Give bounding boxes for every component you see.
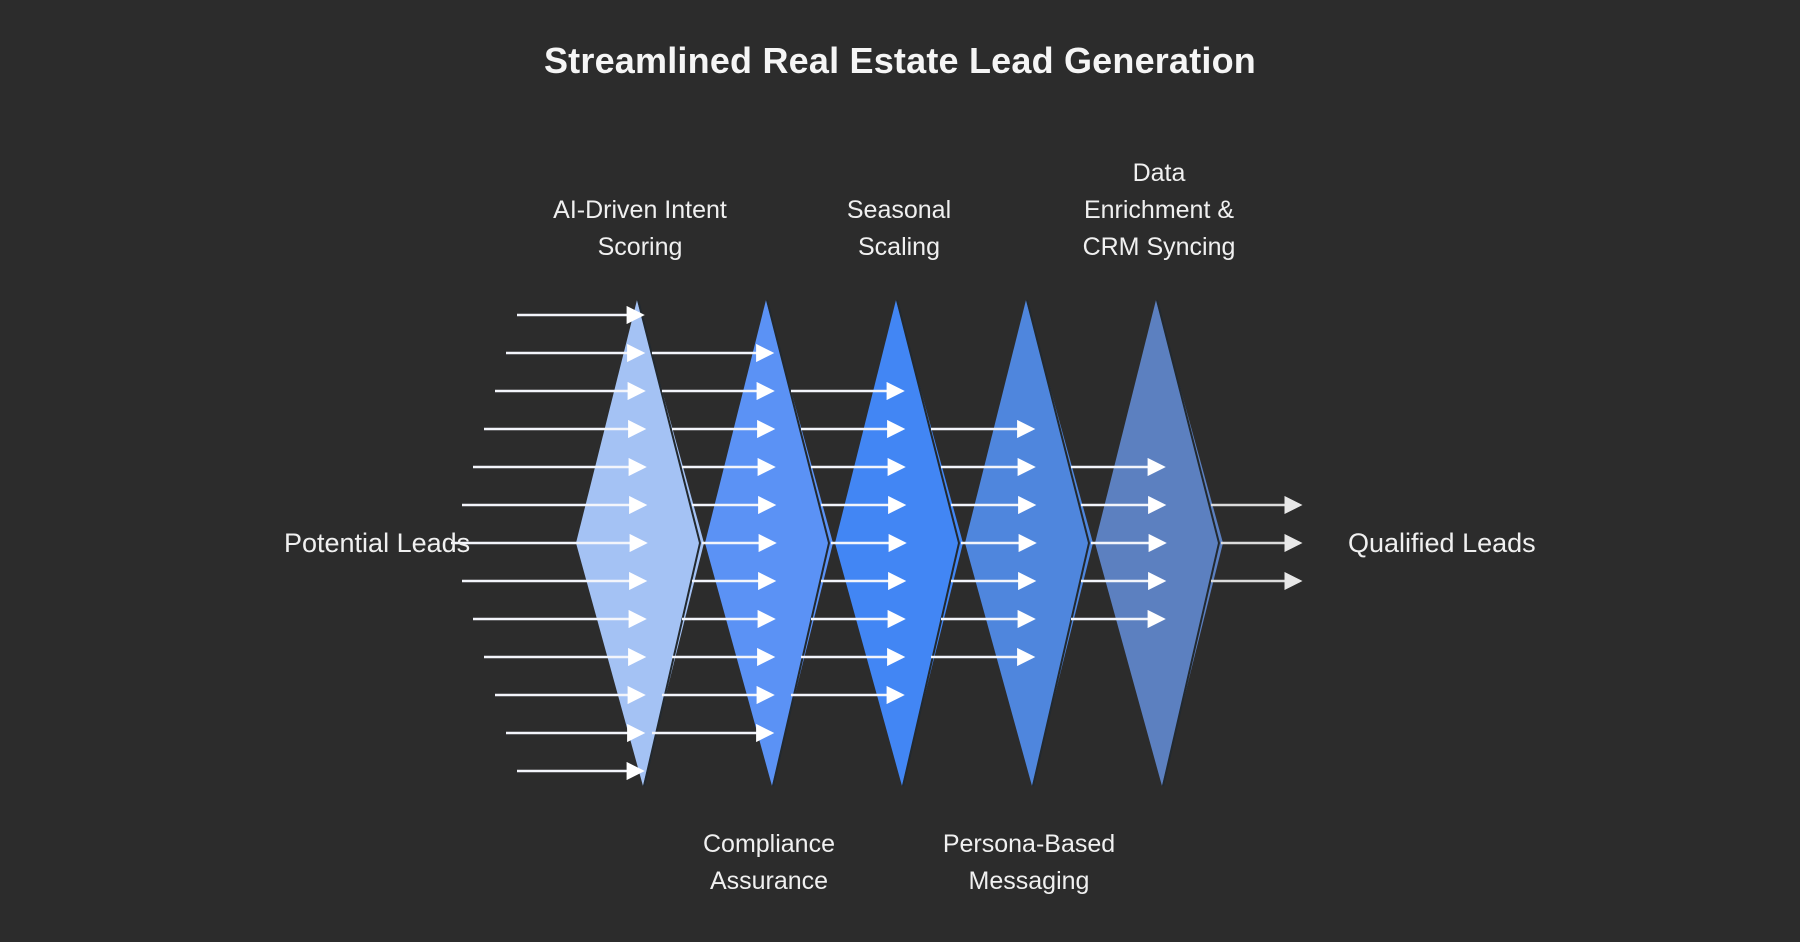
- stage-label-seasonal-scaling[interactable]: Seasonal Scaling: [846, 196, 952, 261]
- stage-label-compliance-assurance[interactable]: Compliance Assurance: [702, 830, 835, 895]
- stage-fold-line: [896, 299, 961, 787]
- stage-label-ai-driven-intent-scoring[interactable]: AI-Driven Intent Scoring: [553, 196, 727, 261]
- page-title: Streamlined Real Estate Lead Generation: [543, 40, 1257, 81]
- stage-fold-line: [766, 299, 831, 787]
- stage-label-persona-based-messaging[interactable]: Persona-Based Messaging: [942, 830, 1116, 895]
- stage-label-data-enrichment-crm-sync[interactable]: Data Enrichment & CRM Syncing: [1082, 159, 1236, 261]
- funnel-flow-arrows: [451, 305, 1303, 781]
- input-label: Potential Leads: [284, 528, 471, 558]
- stage-fold-line: [1026, 299, 1091, 787]
- stage-fold-line: [637, 299, 702, 787]
- stage-fold-line: [1156, 299, 1221, 787]
- output-label: Qualified Leads: [1348, 528, 1536, 558]
